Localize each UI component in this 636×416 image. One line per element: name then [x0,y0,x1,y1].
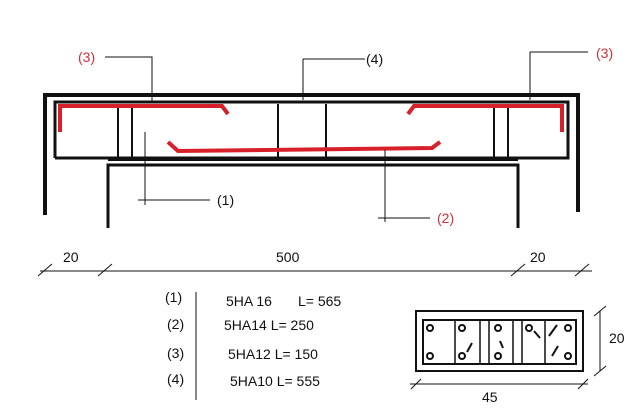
dim-right: 20 [530,249,546,265]
rebar-bottom [166,140,442,154]
schedule-mark-4: (4) [167,371,184,387]
beam-outline [43,93,580,228]
schedule-spec-1: 5HA 16 [226,293,272,309]
schedule-length-1: L= 565 [298,293,341,309]
callout-4: (4) [366,51,383,67]
schedule-spec-2: 5HA14 L= 250 [224,317,314,333]
schedule-spec-3: 5HA12 L= 150 [228,346,318,362]
cross-section [415,310,584,372]
schedule-mark-1: (1) [165,289,182,305]
schedule-spec-4: 5HA10 L= 555 [230,373,320,389]
rebar-top-right [406,104,564,132]
callout-3-left: (3) [78,49,95,65]
section-width-label: 45 [482,389,498,405]
section-dimensions [410,305,607,390]
dimension-line [37,263,592,277]
callout-2: (2) [437,210,454,226]
callout-1: (1) [217,192,234,208]
callout-3-right: (3) [596,45,613,61]
rebar-top-left [58,104,230,132]
bar-schedule: (1) 5HA 16 L= 565 (2) 5HA14 L= 250 (3) 5… [165,289,341,400]
schedule-mark-2: (2) [167,316,184,332]
stirrups [117,104,509,157]
dim-left: 20 [63,249,79,265]
schedule-mark-3: (3) [167,345,184,361]
dim-middle: 500 [276,249,300,265]
section-height-label: 20 [609,330,625,346]
leader-lines [105,51,588,222]
